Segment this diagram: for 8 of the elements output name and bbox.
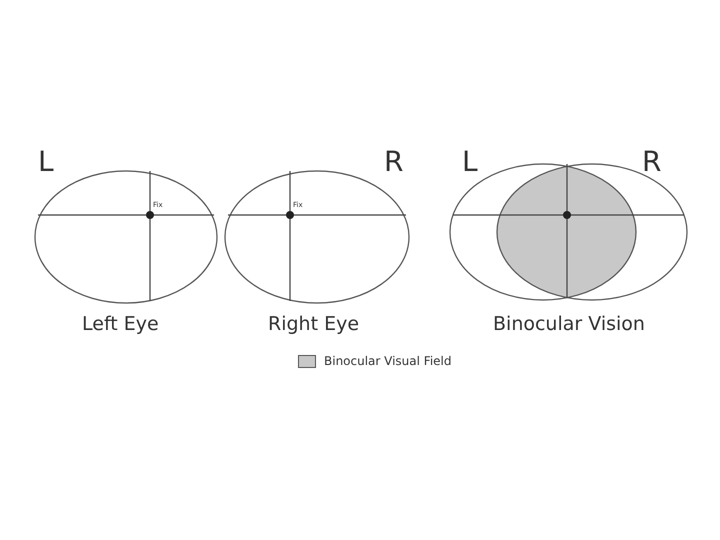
side-letter: R	[642, 148, 662, 176]
eye-caption: Left Eye	[82, 315, 159, 334]
legend-label: Binocular Visual Field	[324, 355, 452, 367]
eye-caption: Right Eye	[268, 315, 360, 334]
side-letter: L	[38, 148, 54, 176]
side-letter: L	[462, 148, 478, 176]
eye-caption: Binocular Vision	[493, 315, 645, 334]
side-letter: R	[384, 148, 404, 176]
